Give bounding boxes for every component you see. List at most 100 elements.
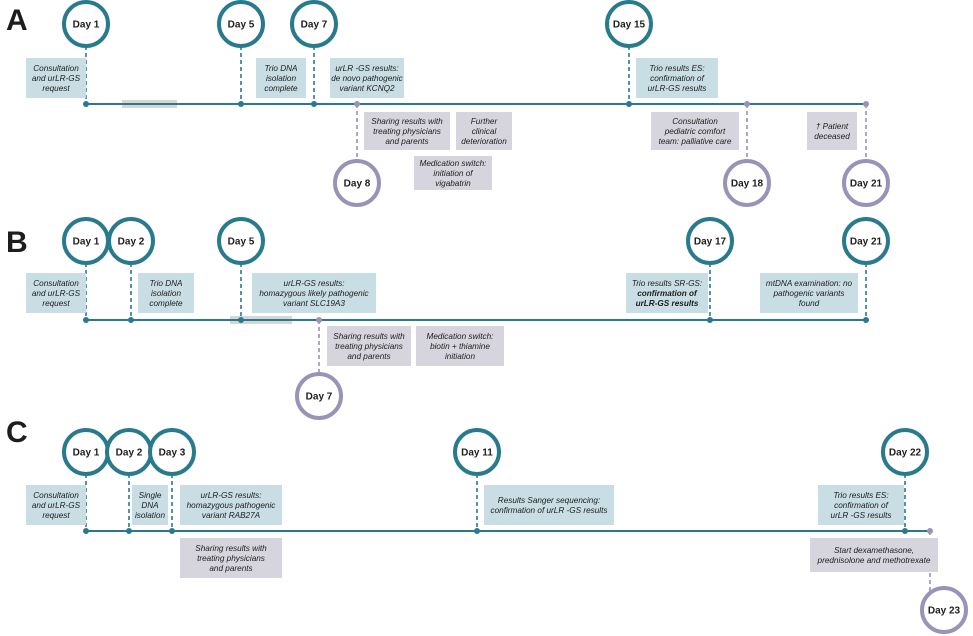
day-marker-day-17: Day 17 — [686, 217, 734, 265]
event-box-c-above-5-line: urLR -GS results — [831, 511, 892, 520]
event-box-c-above-1-line: request — [42, 511, 70, 520]
panel-letter: B — [6, 226, 28, 259]
day-marker-day-21: Day 21 — [842, 217, 890, 265]
event-box-a-above-4-background — [636, 58, 718, 98]
event-box-c-above-5-line: Trio results ES: — [833, 491, 888, 500]
event-box-a-below-2-background — [456, 112, 512, 150]
event-box-b-above-1-line: and urLR-GS — [32, 289, 81, 298]
day-marker-day-17-label: Day 17 — [694, 237, 727, 248]
event-box-a-below-1-background — [364, 112, 450, 150]
event-box-c-below-2-text: Start dexamethasone,prednisolone and met… — [817, 546, 931, 565]
day-marker-day-3-label: Day 3 — [159, 448, 186, 459]
day-marker-day-1-circle — [62, 0, 110, 48]
event-box-c-above-4-background — [484, 485, 614, 525]
event-box-c-below-1-line: Sharing results with — [195, 544, 267, 553]
event-box-c-above-2-line: DNA — [141, 501, 159, 510]
event-box-c-below-2-line: Start dexamethasone, — [834, 546, 914, 555]
event-dot — [902, 528, 908, 534]
event-box-c-above-4: Results Sanger sequencing:confirmation o… — [484, 485, 614, 525]
day-marker-day-7-label: Day 7 — [301, 20, 328, 31]
event-box-b-below-1-line: and parents — [347, 352, 390, 361]
day-marker-day-23-label: Day 23 — [928, 606, 961, 617]
event-box-a-below-3-line: initiation of — [433, 169, 473, 178]
event-box-a-above-1-background — [26, 58, 86, 98]
event-box-c-above-4-line: Results Sanger sequencing: — [498, 496, 600, 505]
event-dot — [126, 528, 132, 534]
event-dot — [316, 317, 322, 323]
day-marker-day-8: Day 8 — [333, 159, 381, 207]
event-box-b-above-5-background — [760, 273, 858, 313]
day-marker-day-1-label: Day 1 — [73, 237, 100, 248]
event-box-c-above-1-line: and urLR-GS — [32, 501, 81, 510]
day-marker-day-1-label: Day 1 — [73, 448, 100, 459]
event-box-a-below-1-line: treating physicians — [373, 127, 441, 136]
event-box-a-below-4-line: Consultation — [672, 117, 718, 126]
event-box-a-above-1-line: Consultation — [33, 64, 79, 73]
event-box-c-above-5-background — [818, 485, 904, 525]
event-box-a-above-3-line: urLR -GS results: — [335, 64, 398, 73]
event-box-b-above-5-line: found — [799, 299, 820, 308]
panel-letter: A — [6, 4, 28, 37]
day-marker-day-23-circle — [920, 586, 968, 634]
day-marker-day-5-circle — [217, 217, 265, 265]
day-marker-day-15: Day 15 — [605, 0, 653, 48]
event-box-c-above-3-background — [180, 485, 282, 525]
day-marker-day-2-circle — [107, 217, 155, 265]
event-box-b-above-2-background — [138, 273, 194, 313]
event-box-a-above-2-line: Trio DNA — [264, 64, 298, 73]
day-marker-day-1: Day 1 — [62, 217, 110, 265]
day-marker-day-8-circle — [333, 159, 381, 207]
day-marker-day-2-label: Day 2 — [118, 237, 145, 248]
event-box-c-above-3-line: homazygous pathogenic — [187, 501, 276, 510]
event-box-a-above-1-line: and urLR-GS — [32, 74, 81, 83]
event-box-c-above-2-line: isolation — [135, 511, 165, 520]
event-box-c-above-4-text: Results Sanger sequencing:confirmation o… — [491, 496, 608, 515]
event-dot — [707, 317, 713, 323]
event-dot — [863, 317, 869, 323]
event-box-a-below-2-line: Further — [471, 117, 498, 126]
event-box-b-above-3-line: variant SLC19A3 — [283, 299, 345, 308]
day-marker-day-21-label: Day 21 — [850, 237, 883, 248]
day-marker-day-7-circle — [295, 372, 343, 420]
day-marker-day-8-label: Day 8 — [344, 179, 371, 190]
event-dot — [863, 101, 869, 107]
event-dot — [238, 317, 244, 323]
event-box-b-above-4-line: urLR-GS results — [636, 299, 699, 308]
day-marker-day-5: Day 5 — [217, 217, 265, 265]
event-box-c-below-2-line: prednisolone and methotrexate — [817, 556, 931, 565]
event-box-a-below-5-line: deceased — [814, 132, 850, 141]
day-marker-day-7-label: Day 7 — [306, 392, 333, 403]
event-dot — [169, 528, 175, 534]
event-box-a-above-2-line: complete — [264, 84, 298, 93]
event-box-a-above-4-line: confirmation of — [650, 74, 704, 83]
event-box-a-below-4-line: team: palliative care — [659, 137, 732, 146]
event-dot — [311, 101, 317, 107]
event-box-c-above-2-background — [132, 485, 168, 525]
event-box-a-above-2-line: isolation — [266, 74, 296, 83]
day-marker-day-5-label: Day 5 — [228, 237, 255, 248]
event-box-b-above-4-line: Trio results SR-GS: — [632, 279, 702, 288]
event-box-c-above-3-line: variant RAB27A — [202, 511, 261, 520]
